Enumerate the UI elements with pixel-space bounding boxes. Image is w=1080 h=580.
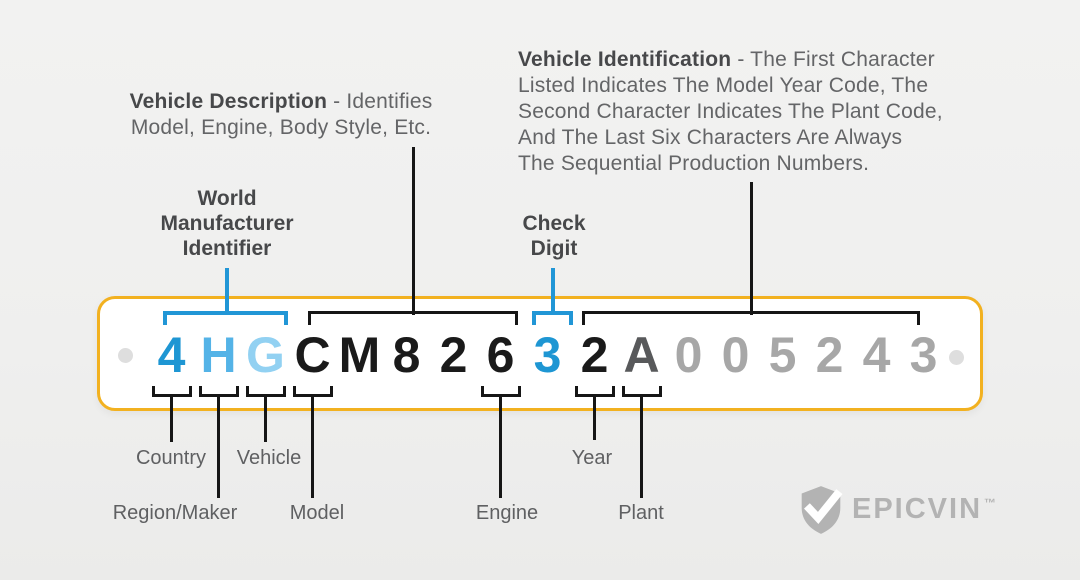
label-plant: Plant bbox=[618, 502, 664, 524]
plate-rivet-right-icon bbox=[949, 350, 964, 365]
wmi-stem bbox=[225, 268, 229, 315]
wmi-label: World Manufacturer Identifier bbox=[160, 187, 294, 260]
label-country: Country bbox=[135, 447, 207, 469]
vin-number: 4 H G C M 8 2 6 3 2 A 0 0 5 2 4 3 bbox=[148, 326, 947, 384]
vin-char-16: 4 bbox=[862, 327, 891, 383]
epicvin-logo: EPICVIN ™ bbox=[797, 485, 996, 535]
label-region-maker: Region/Maker bbox=[112, 502, 238, 524]
vehicle-stem bbox=[264, 395, 267, 442]
vehicle-identification-bracket bbox=[582, 311, 920, 325]
vehicle-description-bracket bbox=[308, 311, 518, 325]
vin-char-2: H bbox=[200, 327, 237, 383]
vin-char-3: G bbox=[246, 327, 285, 383]
plate-rivet-left-icon bbox=[118, 348, 133, 363]
vehicle-identification-line5: The Sequential Production Numbers. bbox=[518, 152, 870, 175]
label-year: Year bbox=[571, 447, 613, 469]
country-stem bbox=[170, 395, 173, 442]
year-stem bbox=[593, 395, 596, 440]
vin-char-8: 6 bbox=[486, 327, 515, 383]
vehicle-identification-title: Vehicle Identification bbox=[518, 48, 732, 71]
plant-stem bbox=[640, 395, 643, 498]
vin-char-1: 4 bbox=[157, 327, 186, 383]
vin-char-9: 3 bbox=[533, 327, 562, 383]
vehicle-description-stem bbox=[412, 147, 415, 315]
vehicle-identification-line4: And The Last Six Characters Are Always bbox=[518, 126, 903, 149]
trademark-symbol: ™ bbox=[984, 496, 997, 510]
vehicle-identification-stem bbox=[750, 182, 753, 315]
model-stem bbox=[311, 395, 314, 498]
vehicle-identification-line2: Listed Indicates The Model Year Code, Th… bbox=[518, 74, 929, 97]
vin-char-11: A bbox=[623, 327, 660, 383]
vin-char-10: 2 bbox=[580, 327, 609, 383]
check-digit-bracket bbox=[532, 311, 573, 325]
vehicle-identification-note: Vehicle Identification - The First Chara… bbox=[518, 47, 978, 177]
check-digit-stem bbox=[551, 268, 555, 315]
vin-char-5: M bbox=[338, 327, 381, 383]
vin-char-7: 2 bbox=[439, 327, 468, 383]
vehicle-description-title: Vehicle Description bbox=[129, 90, 328, 113]
shield-check-icon bbox=[801, 486, 843, 534]
vehicle-identification-line1: Vehicle Identification - The First Chara… bbox=[518, 48, 935, 71]
vin-char-15: 2 bbox=[815, 327, 844, 383]
label-engine: Engine bbox=[475, 502, 539, 524]
vin-char-13: 0 bbox=[721, 327, 750, 383]
region-maker-stem bbox=[217, 395, 220, 498]
label-vehicle: Vehicle bbox=[236, 447, 302, 469]
vin-char-4: C bbox=[294, 327, 331, 383]
vin-char-6: 8 bbox=[392, 327, 421, 383]
engine-stem bbox=[499, 395, 502, 498]
epicvin-logo-text: EPICVIN bbox=[852, 493, 983, 525]
vehicle-description-line2: Model, Engine, Body Style, Etc. bbox=[130, 116, 432, 139]
vehicle-description-note: Vehicle Description - Identifies Model, … bbox=[122, 89, 440, 141]
vehicle-identification-line3: Second Character Indicates The Plant Cod… bbox=[518, 100, 943, 123]
vehicle-description-line1: Vehicle Description - Identifies bbox=[129, 90, 433, 113]
check-digit-label: Check Digit bbox=[522, 212, 586, 260]
vin-plate bbox=[97, 296, 983, 411]
vin-char-17: 3 bbox=[909, 327, 938, 383]
vin-char-14: 5 bbox=[768, 327, 797, 383]
label-model: Model bbox=[289, 502, 345, 524]
wmi-bracket bbox=[163, 311, 288, 325]
vin-char-12: 0 bbox=[674, 327, 703, 383]
